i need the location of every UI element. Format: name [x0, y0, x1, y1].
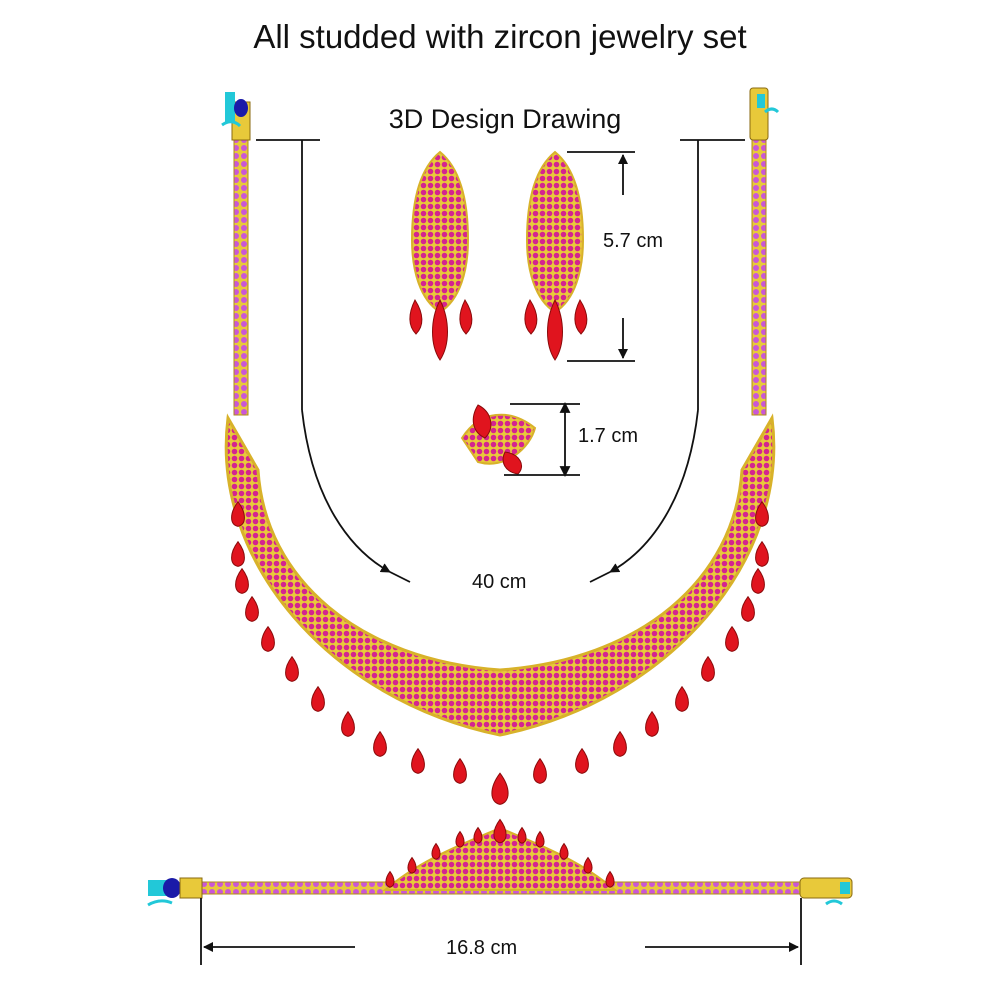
- necklace-clasp-right: [749, 87, 780, 141]
- red-stone-drop: [559, 842, 569, 860]
- bracelet: [147, 818, 853, 907]
- necklace-drops: [231, 500, 769, 805]
- ring-dimension: [504, 401, 580, 478]
- red-stone-drop: [245, 595, 259, 622]
- red-stone-drop: [741, 595, 755, 622]
- earring-dimension: [567, 151, 635, 362]
- page-title: All studded with zircon jewelry set: [253, 18, 747, 55]
- necklace-chain-left: [233, 139, 249, 416]
- red-stone-drop: [411, 747, 425, 774]
- red-stone-drop: [701, 655, 715, 682]
- red-stone-drop: [493, 818, 507, 844]
- red-stone-drop: [755, 500, 769, 527]
- red-stone-drop: [751, 567, 765, 594]
- red-stone-drop: [285, 655, 299, 682]
- red-stone-drop: [605, 870, 615, 888]
- red-stone-drop: [675, 685, 689, 712]
- red-stone-drop: [231, 540, 245, 567]
- red-stone-drop: [407, 856, 417, 874]
- necklace-length-indicator: [256, 139, 745, 583]
- diagram-subtitle: 3D Design Drawing: [388, 104, 622, 134]
- red-stone-drop: [261, 625, 275, 652]
- red-stone-drop: [583, 856, 593, 874]
- necklace: [221, 87, 780, 805]
- red-stone-drop: [341, 710, 355, 737]
- red-stone-drop: [431, 842, 441, 860]
- bracelet-clasp-right: [799, 877, 853, 906]
- red-stone-drop: [385, 870, 395, 888]
- ring: [460, 404, 537, 475]
- red-stone-drop: [725, 625, 739, 652]
- bracelet-dimension: [200, 898, 802, 965]
- red-stone-drop: [455, 830, 465, 848]
- red-stone-drop: [535, 830, 545, 848]
- red-stone-drop: [491, 772, 509, 805]
- earrings: [409, 150, 588, 361]
- ring-height-label: 1.7 cm: [578, 425, 639, 447]
- red-stone-drop: [453, 757, 467, 784]
- earring-left: [409, 150, 473, 361]
- necklace-collar: [224, 413, 776, 737]
- red-stone-drop: [755, 540, 769, 567]
- red-stone-drop: [235, 567, 249, 594]
- bracelet-length-label: 16.8 cm: [446, 937, 518, 959]
- necklace-length-label: 40 cm: [472, 571, 527, 593]
- earring-right: [524, 150, 588, 361]
- red-stone-drop: [231, 500, 245, 527]
- earring-length-label: 5.7 cm: [603, 230, 664, 252]
- red-stone-drop: [311, 685, 325, 712]
- red-stone-drop: [533, 757, 547, 784]
- red-stone-drop: [373, 730, 387, 757]
- red-stone-drop: [575, 747, 589, 774]
- red-stone-drop: [613, 730, 627, 757]
- red-stone-drop: [645, 710, 659, 737]
- necklace-clasp-left: [221, 92, 251, 141]
- red-stone-drop: [517, 826, 527, 844]
- necklace-chain-right: [751, 139, 767, 416]
- bracelet-drops: [385, 818, 615, 888]
- red-stone-drop: [473, 826, 483, 844]
- bracelet-clasp-left: [147, 877, 203, 907]
